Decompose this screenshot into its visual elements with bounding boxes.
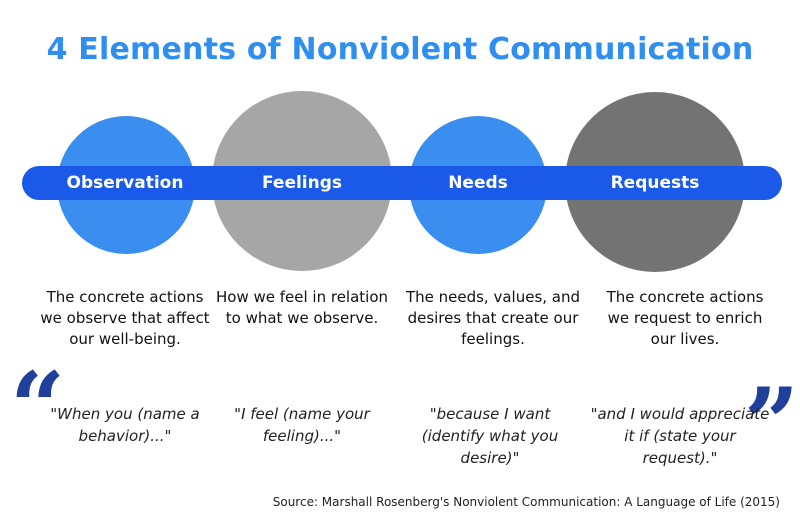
label-observation: Observation (66, 173, 184, 193)
source-citation: Source: Marshall Rosenberg's Nonviolent … (272, 495, 780, 509)
label-feelings: Feelings (261, 173, 343, 193)
close-quote-icon: ” (744, 367, 800, 480)
quote-requests: "and I would appreciate it if (state you… (590, 405, 770, 467)
description-observation: The concrete actions we observe that aff… (40, 288, 210, 348)
page-title: 4 Elements of Nonviolent Communication (46, 32, 754, 67)
label-requests: Requests (610, 173, 700, 193)
description-requests: The concrete actions we request to enric… (606, 288, 764, 348)
open-quote-icon: “ (10, 351, 66, 464)
description-needs: The needs, values, and desires that crea… (405, 288, 581, 348)
label-needs: Needs (448, 173, 508, 193)
description-feelings: How we feel in relation to what we obser… (215, 288, 389, 327)
quote-needs: "because I want (identify what you desir… (421, 405, 559, 467)
connector-bar (22, 166, 782, 200)
quote-feelings: "I feel (name your feeling)..." (234, 405, 370, 445)
quote-observation: "When you (name a behavior)..." (50, 405, 200, 445)
